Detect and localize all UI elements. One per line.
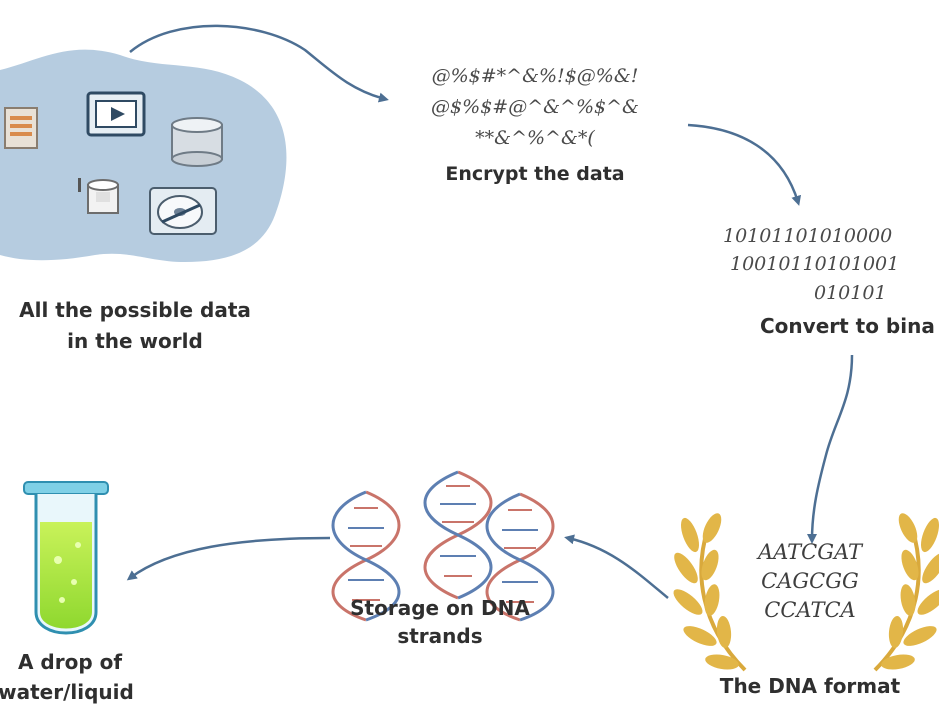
world-label-line2: in the world (67, 329, 203, 353)
storage-label-line2: strands (397, 624, 483, 648)
document-icon (4, 107, 38, 149)
drop-label-line2: water/liquid (0, 680, 134, 704)
disk-drive-icon (78, 178, 119, 214)
arrow-world-to-encrypt (129, 24, 389, 103)
dna-format-label: The DNA format (719, 674, 901, 698)
video-player-icon (86, 91, 146, 137)
test-tube-icon (23, 481, 109, 635)
drop-label-line1: A drop of (17, 650, 123, 674)
encrypt-label: Encrypt the data (445, 163, 625, 185)
world-label-line1: All the possible data (19, 298, 251, 322)
encrypted-symbols-line3: **&^%^&*( (475, 127, 595, 149)
hard-drive-icon (149, 187, 217, 235)
arrow-dna-to-storage (564, 534, 669, 599)
database-icon (171, 117, 223, 167)
binary-digits-line3: 010101 (814, 282, 887, 304)
encrypted-symbols-line1: @%$#*^&%!$@%&! (431, 65, 639, 87)
data-cloud-blob (0, 49, 287, 262)
arrow-binary-to-dna (807, 354, 854, 544)
binary-label: Convert to bina (760, 314, 935, 338)
dna-sequence-line3: CCATCA (764, 598, 856, 622)
arrow-encrypt-to-binary (687, 123, 802, 206)
dna-helix-icon (331, 470, 555, 622)
encrypted-symbols-line2: @$%$#@^&^%$^& (431, 96, 639, 118)
binary-digits-line2: 10010110101001 (730, 253, 900, 275)
binary-digits-line1: 10101101010000 (723, 225, 893, 247)
storage-label-line1: Storage on DNA (350, 596, 530, 620)
dna-sequence-line1: AATCGAT (757, 540, 863, 564)
dna-sequence-line2: CAGCGG (761, 569, 859, 593)
arrow-storage-to-drop (126, 536, 331, 581)
laurel-wreath-icon (673, 513, 939, 672)
